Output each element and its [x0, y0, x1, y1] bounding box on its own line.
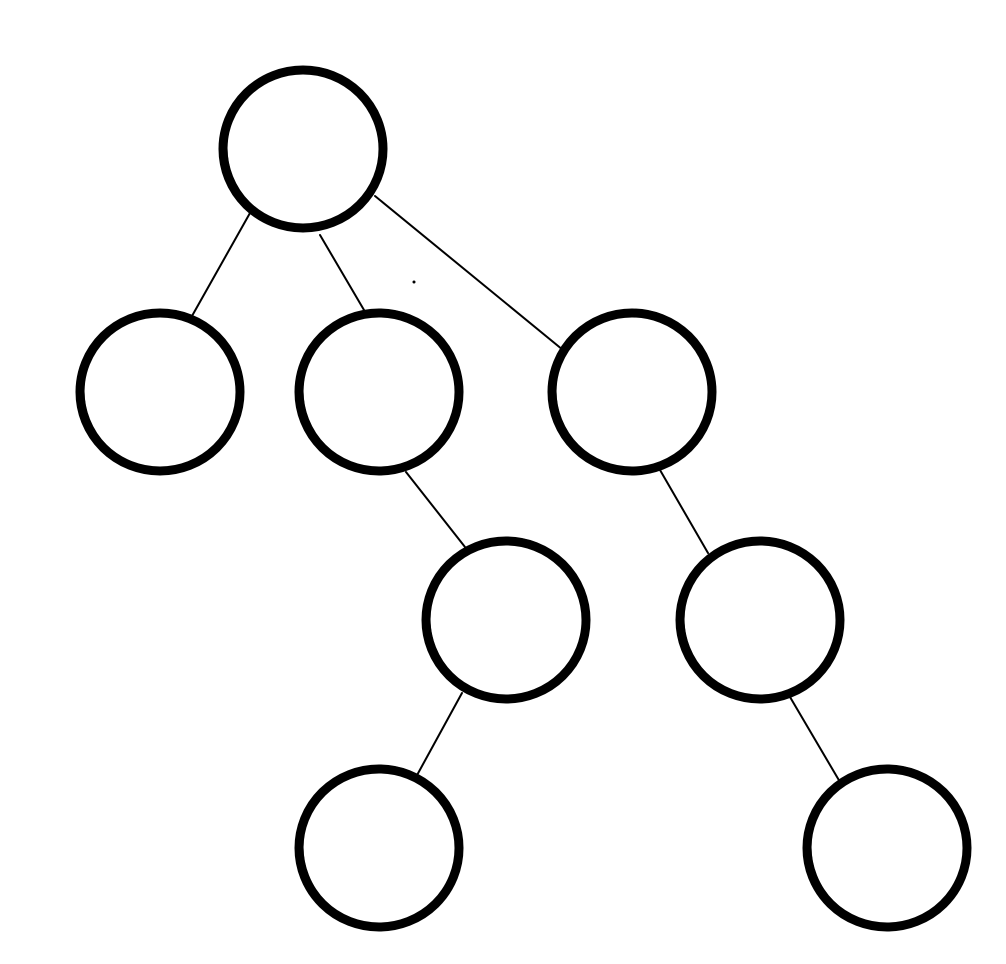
node-root [218, 65, 388, 233]
edge-root-to-child-right [374, 195, 564, 351]
edge-grandchild-middle-to-great-grandchild-middle [415, 692, 463, 778]
node-circle-sketch-stroke [426, 537, 589, 700]
node-child-left [75, 308, 245, 476]
nodes-layer [75, 65, 972, 932]
node-circle-sketch-stroke [223, 66, 386, 229]
node-circle-sketch-stroke [552, 309, 715, 472]
node-child-right [547, 308, 717, 476]
node-great-grandchild-right [802, 764, 972, 932]
node-grandchild-middle [421, 536, 591, 704]
node-circle-sketch-stroke [807, 765, 970, 928]
edge-grandchild-right-to-great-grandchild-right [789, 696, 841, 783]
stray-dot [412, 280, 416, 284]
node-circle-sketch-stroke [299, 309, 462, 472]
edge-root-to-child-left [191, 212, 251, 317]
edge-child-right-to-grandchild-right [659, 469, 709, 554]
node-circle-sketch-stroke [680, 537, 843, 700]
node-circle-sketch-stroke [80, 309, 243, 472]
node-circle-sketch-stroke [299, 765, 462, 928]
edge-child-middle-to-grandchild-middle [405, 471, 466, 548]
node-child-middle [294, 308, 464, 476]
node-great-grandchild-middle [294, 764, 464, 932]
node-grandchild-right [675, 536, 845, 704]
edges-layer [191, 195, 841, 783]
edge-root-to-child-middle [319, 234, 365, 311]
